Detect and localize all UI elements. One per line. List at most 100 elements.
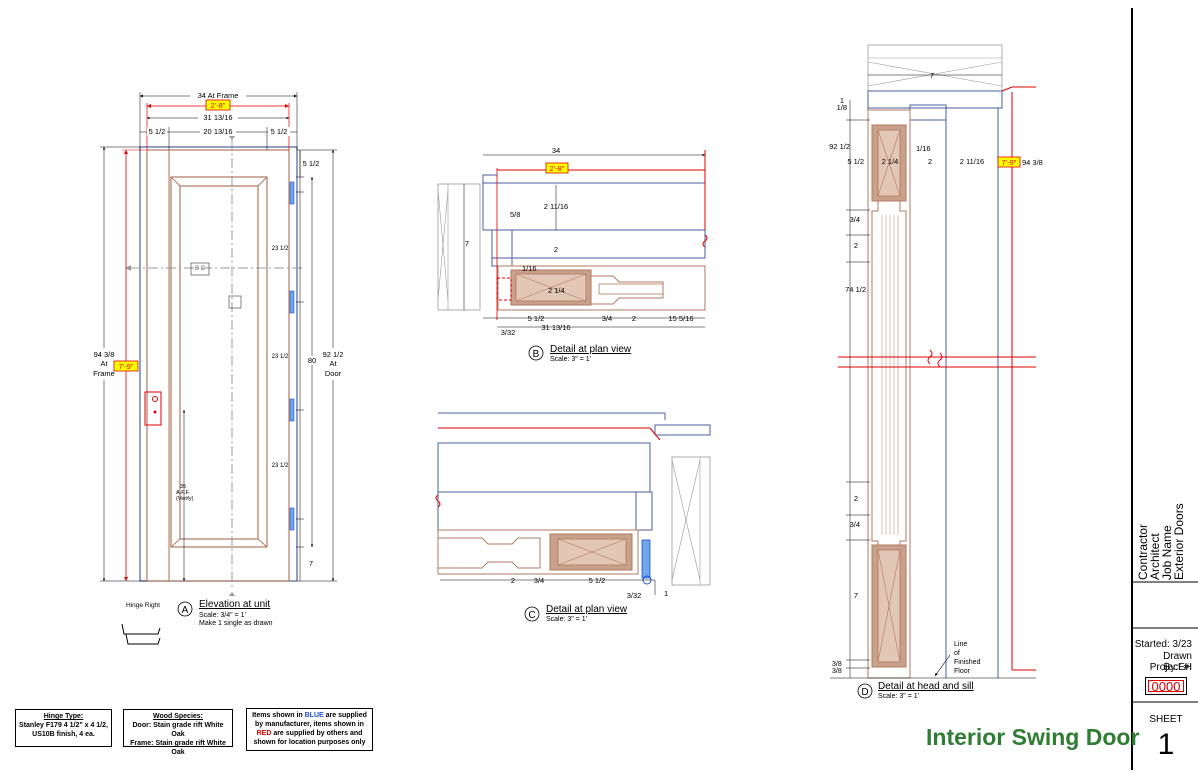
view-c-scale: Scale: 3" = 1' (546, 616, 587, 623)
dim-top-rail: 5 1/2 (303, 159, 320, 168)
dim-b-jamb: 2 (554, 245, 558, 254)
dim-right-stile: 5 1/2 (271, 127, 288, 136)
hinge-type-title: Hinge Type: (43, 713, 84, 720)
dim-d-header: 7 (930, 71, 934, 80)
wood-species-line-1: Door: Stain grade rift White Oak (132, 722, 224, 738)
hinge-right-icon (121, 623, 161, 645)
view-a-elevation: B C 34 At Frame 2'-8" 31 13/16 5 1/2 (88, 91, 348, 645)
dim-d-rail-gap: 3/4 (850, 215, 860, 224)
door-leaf (146, 149, 290, 582)
dim-b-rail: 2 (632, 314, 636, 323)
hinge-type-line-1: Stanley F179 4 1/2" x 4 1/2, (19, 722, 108, 729)
deadbolt-box (228, 295, 242, 309)
items-legend-red: RED (256, 730, 272, 737)
items-legend-e: shown for location purposes only (253, 739, 366, 746)
drawing-title: Interior Swing Door (926, 724, 1140, 750)
view-d-head-sill: 7 1 1/8 92 1/2 5 1 (829, 44, 1043, 700)
dim-d-rail: 2 (854, 241, 858, 250)
view-a-marker: A (182, 605, 189, 616)
frame-outline (139, 146, 298, 582)
project-label: Project #: (1149, 662, 1192, 673)
hinges (289, 181, 295, 531)
dim-door: Door (325, 369, 342, 378)
items-legend-a: Items shown in (252, 712, 305, 719)
wood-species-title: Wood Species: (152, 713, 204, 720)
dim-d-bottom-rail: 2 (854, 494, 858, 503)
dim-c-rail: 2 (511, 576, 515, 585)
view-a-note: Make 1 single as drawn (199, 620, 273, 627)
lock-label: B C (195, 266, 206, 272)
view-a-title: Elevation at unit (199, 599, 270, 610)
dim-b-gap: 1/16 (522, 264, 537, 273)
drawn-by-label: Drawn By:EH (1163, 651, 1192, 673)
dim-frame: Frame (93, 369, 115, 378)
project-number: 0000 (1148, 680, 1184, 693)
floor-note-4: Floor (954, 668, 971, 675)
dim-d-sill-1: 3/8 (832, 661, 842, 668)
wood-species-line-2: Frame: Stain grade rift White Oak (130, 740, 226, 756)
dim-aff-verify: (Verify) (176, 496, 194, 502)
title-block-rotated-labels: Contractor Architect Job Name Exterior D… (1136, 490, 1198, 580)
dim-b-casing: 2 11/16 (544, 202, 568, 211)
view-c-marker: C (528, 610, 535, 621)
dim-b-stile: 5 1/2 (528, 314, 545, 323)
dim-d-head-gap: 1 (840, 96, 844, 105)
dim-b-door: 2'-8" (550, 164, 565, 173)
dim-d-frame-height: 94 3/8 (1022, 158, 1043, 167)
dim-panel-width: 20 13/16 (203, 127, 232, 136)
category-label: Exterior Doors (1172, 503, 1186, 580)
dim-d-sill-2: 3/8 (832, 668, 842, 675)
view-c-title: Detail at plan view (546, 604, 628, 615)
dim-c-gap: 3/4 (534, 576, 544, 585)
items-legend-b: are supplied (323, 712, 367, 719)
floor-note-1: Line (954, 641, 967, 648)
view-b-marker: B (533, 349, 540, 360)
dim-height-frame: 94 3/8 (94, 350, 115, 359)
door-panel-outer (170, 176, 268, 548)
dim-aff-value: 35 (180, 484, 186, 490)
strike-plate (144, 391, 162, 426)
dim-d-jamb: 2 (928, 157, 932, 166)
hinge-right-label: Hinge Right (126, 602, 160, 609)
lock-box (190, 262, 210, 276)
view-d-title: Detail at head and sill (878, 681, 974, 692)
view-c-plan-detail: 2 3/4 5 1/2 1 3/32 C Detail at plan view… (435, 412, 711, 623)
dim-b-top: 34 (552, 146, 560, 155)
dim-d-clearance: 1/8 (837, 103, 847, 112)
project-number-box: 0000 (1145, 677, 1187, 695)
started-label: Started: 3/23 (1134, 639, 1192, 650)
view-b-scale: Scale: 3" = 1' (550, 356, 591, 363)
dim-at-2: At (329, 359, 337, 368)
dim-hinge-gap-2: 23 1/2 (272, 354, 289, 360)
dim-hinge-gap-1: 23 1/2 (272, 246, 289, 252)
dim-left-stile: 5 1/2 (149, 127, 166, 136)
dim-d-door-height: 7'-9" (1002, 158, 1017, 167)
sheet-number: 1 (1157, 728, 1175, 761)
view-b-plan-detail: 34 2'-8" 2 11/16 5/8 7 2 1/16 2 1/4 5 1/… (437, 146, 708, 363)
view-a-scale: Scale: 3/4" = 1' (199, 612, 246, 619)
dim-door-width: 2'-8" (211, 101, 226, 110)
dim-d-thickness: 2 1/4 (882, 157, 899, 166)
dim-d-casing: 2 11/16 (960, 157, 984, 166)
dim-b-thickness: 2 1/4 (548, 286, 565, 295)
sheet-label: SHEET (1149, 714, 1183, 725)
dim-d-top-rail: 5 1/2 (847, 157, 864, 166)
view-b-title: Detail at plan view (550, 344, 632, 355)
hinge-type-note: Hinge Type: Stanley F179 4 1/2" x 4 1/2,… (15, 709, 112, 747)
items-legend-blue: BLUE (304, 712, 324, 719)
items-legend-c: by manufacturer, items shown in (255, 721, 364, 728)
items-legend-d: are supplied by others and (271, 730, 363, 737)
dim-c-jamb: 1 (664, 589, 668, 598)
dim-at: At (100, 359, 108, 368)
hinge-type-line-2: US10B finish, 4 ea. (32, 731, 95, 738)
door-panel-inner (179, 185, 259, 540)
dim-c-clearance: 3/32 (627, 591, 642, 600)
dim-b-rail-gap: 3/4 (602, 314, 612, 323)
dim-at-frame: 34 At Frame (198, 91, 239, 100)
dim-aff-label: A.F.F. (176, 490, 190, 496)
dim-d-bottom-gap: 3/4 (850, 520, 860, 529)
dim-clear-width: 31 13/16 (203, 113, 232, 122)
dim-d-height: 92 1/2 (829, 142, 850, 151)
dim-b-reveal: 5/8 (510, 210, 520, 219)
